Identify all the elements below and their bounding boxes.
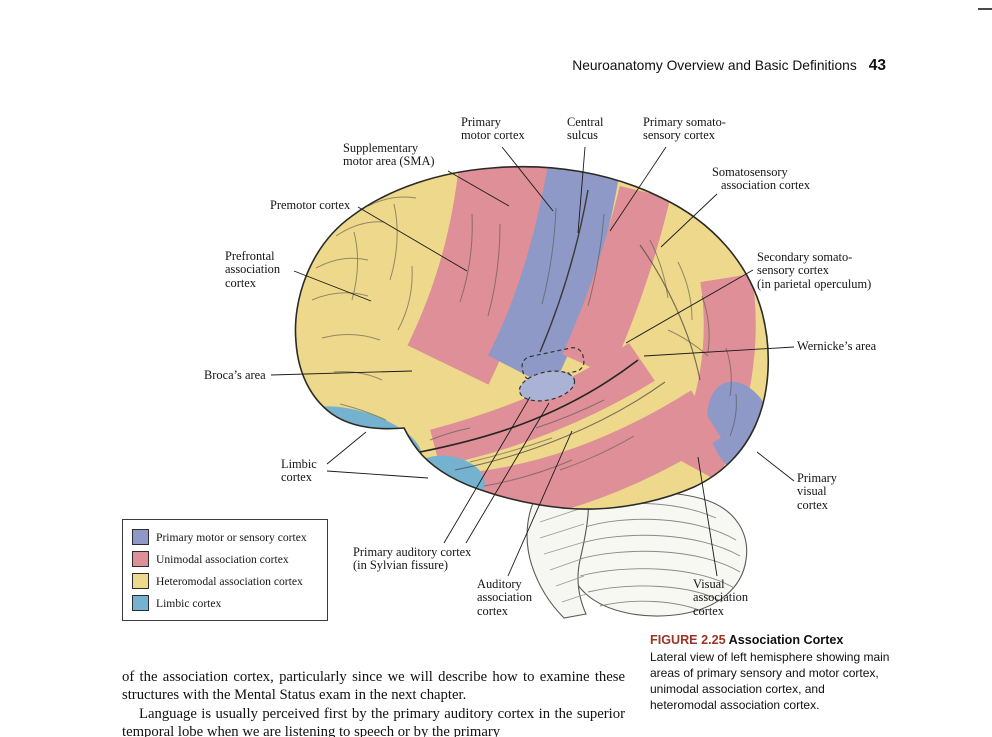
figure-title: Association Cortex <box>728 633 844 647</box>
cerebrum-outline <box>294 165 769 510</box>
label-primary-somatosensory-cortex: Primary somato- sensory cortex <box>643 115 726 143</box>
legend-box: Primary motor or sensory cortex Unimodal… <box>122 519 328 621</box>
legend-swatch-unimodal <box>132 551 149 567</box>
legend-swatch-limbic <box>132 595 149 611</box>
label-central-sulcus: Central sulcus <box>567 115 604 143</box>
superior-temporal-sulcus <box>454 381 666 471</box>
leader-lines <box>270 146 795 577</box>
figure-number: FIGURE 2.25 <box>650 633 726 647</box>
label-primary-visual-cortex: Primary visual cortex <box>797 471 837 512</box>
sylvian-fissure-line <box>419 359 639 453</box>
paragraph: Language is usually perceived first by t… <box>122 705 625 737</box>
legend-swatch-heteromodal <box>132 573 149 589</box>
figure-caption-heading: FIGURE 2.25 Association Cortex <box>650 633 890 649</box>
label-somatosensory-association-cortex: Somatosensory association cortex <box>712 165 811 193</box>
label-primary-motor-cortex: Primary motor cortex <box>461 115 525 143</box>
legend-item: Unimodal association cortex <box>132 548 327 570</box>
label-secondary-somatosensory-cortex: Secondary somato- sensory cortex (in par… <box>757 250 872 291</box>
central-sulcus-line <box>539 189 589 353</box>
label-premotor-cortex: Premotor cortex <box>270 198 351 212</box>
label-visual-association-cortex: Visual association cortex <box>693 577 749 618</box>
legend-item: Heteromodal association cortex <box>132 570 327 592</box>
cerebrum-regions <box>295 166 769 510</box>
figure-caption-text: Lateral view of left hemisphere showing … <box>650 649 890 712</box>
label-primary-auditory-cortex: Primary auditory cortex (in Sylvian fiss… <box>353 545 472 573</box>
legend-swatch-primary-motor-sensory <box>132 529 149 545</box>
label-auditory-association-cortex: Auditory association cortex <box>477 577 533 618</box>
cerebellum <box>567 492 748 617</box>
label-prefrontal-association-cortex: Prefrontal association cortex <box>225 249 281 290</box>
legend-item: Limbic cortex <box>132 592 327 614</box>
brainstem <box>526 493 590 619</box>
region-primary-motor-somatosensory <box>487 166 621 389</box>
page-number: 43 <box>868 57 886 74</box>
page-edge-mark <box>978 8 992 10</box>
region-premotor-sma <box>407 166 550 385</box>
running-header: Neuroanatomy Overview and Basic Definiti… <box>572 57 886 75</box>
intraparietal-sulcus <box>639 244 701 381</box>
cerebellum-folia <box>575 503 741 613</box>
brainstem-hatching <box>539 507 587 603</box>
paragraph: of the association cortex, particularly … <box>122 669 625 704</box>
region-somatosensory-association <box>562 185 671 376</box>
label-limbic-cortex: Limbic cortex <box>281 457 317 485</box>
label-wernickes-area: Wernicke’s area <box>797 339 877 353</box>
label-supplementary-motor-area: Supplementary motor area (SMA) <box>343 141 435 169</box>
legend-item: Primary motor or sensory cortex <box>132 526 327 548</box>
primary-auditory-region <box>518 347 585 402</box>
body-text: of the association cortex, particularly … <box>122 668 625 737</box>
chapter-title: Neuroanatomy Overview and Basic Definiti… <box>572 58 857 73</box>
label-brocas-area: Broca’s area <box>204 368 266 382</box>
figure-caption: FIGURE 2.25 Association Cortex Lateral v… <box>650 633 890 714</box>
sulci-lines <box>311 196 737 487</box>
